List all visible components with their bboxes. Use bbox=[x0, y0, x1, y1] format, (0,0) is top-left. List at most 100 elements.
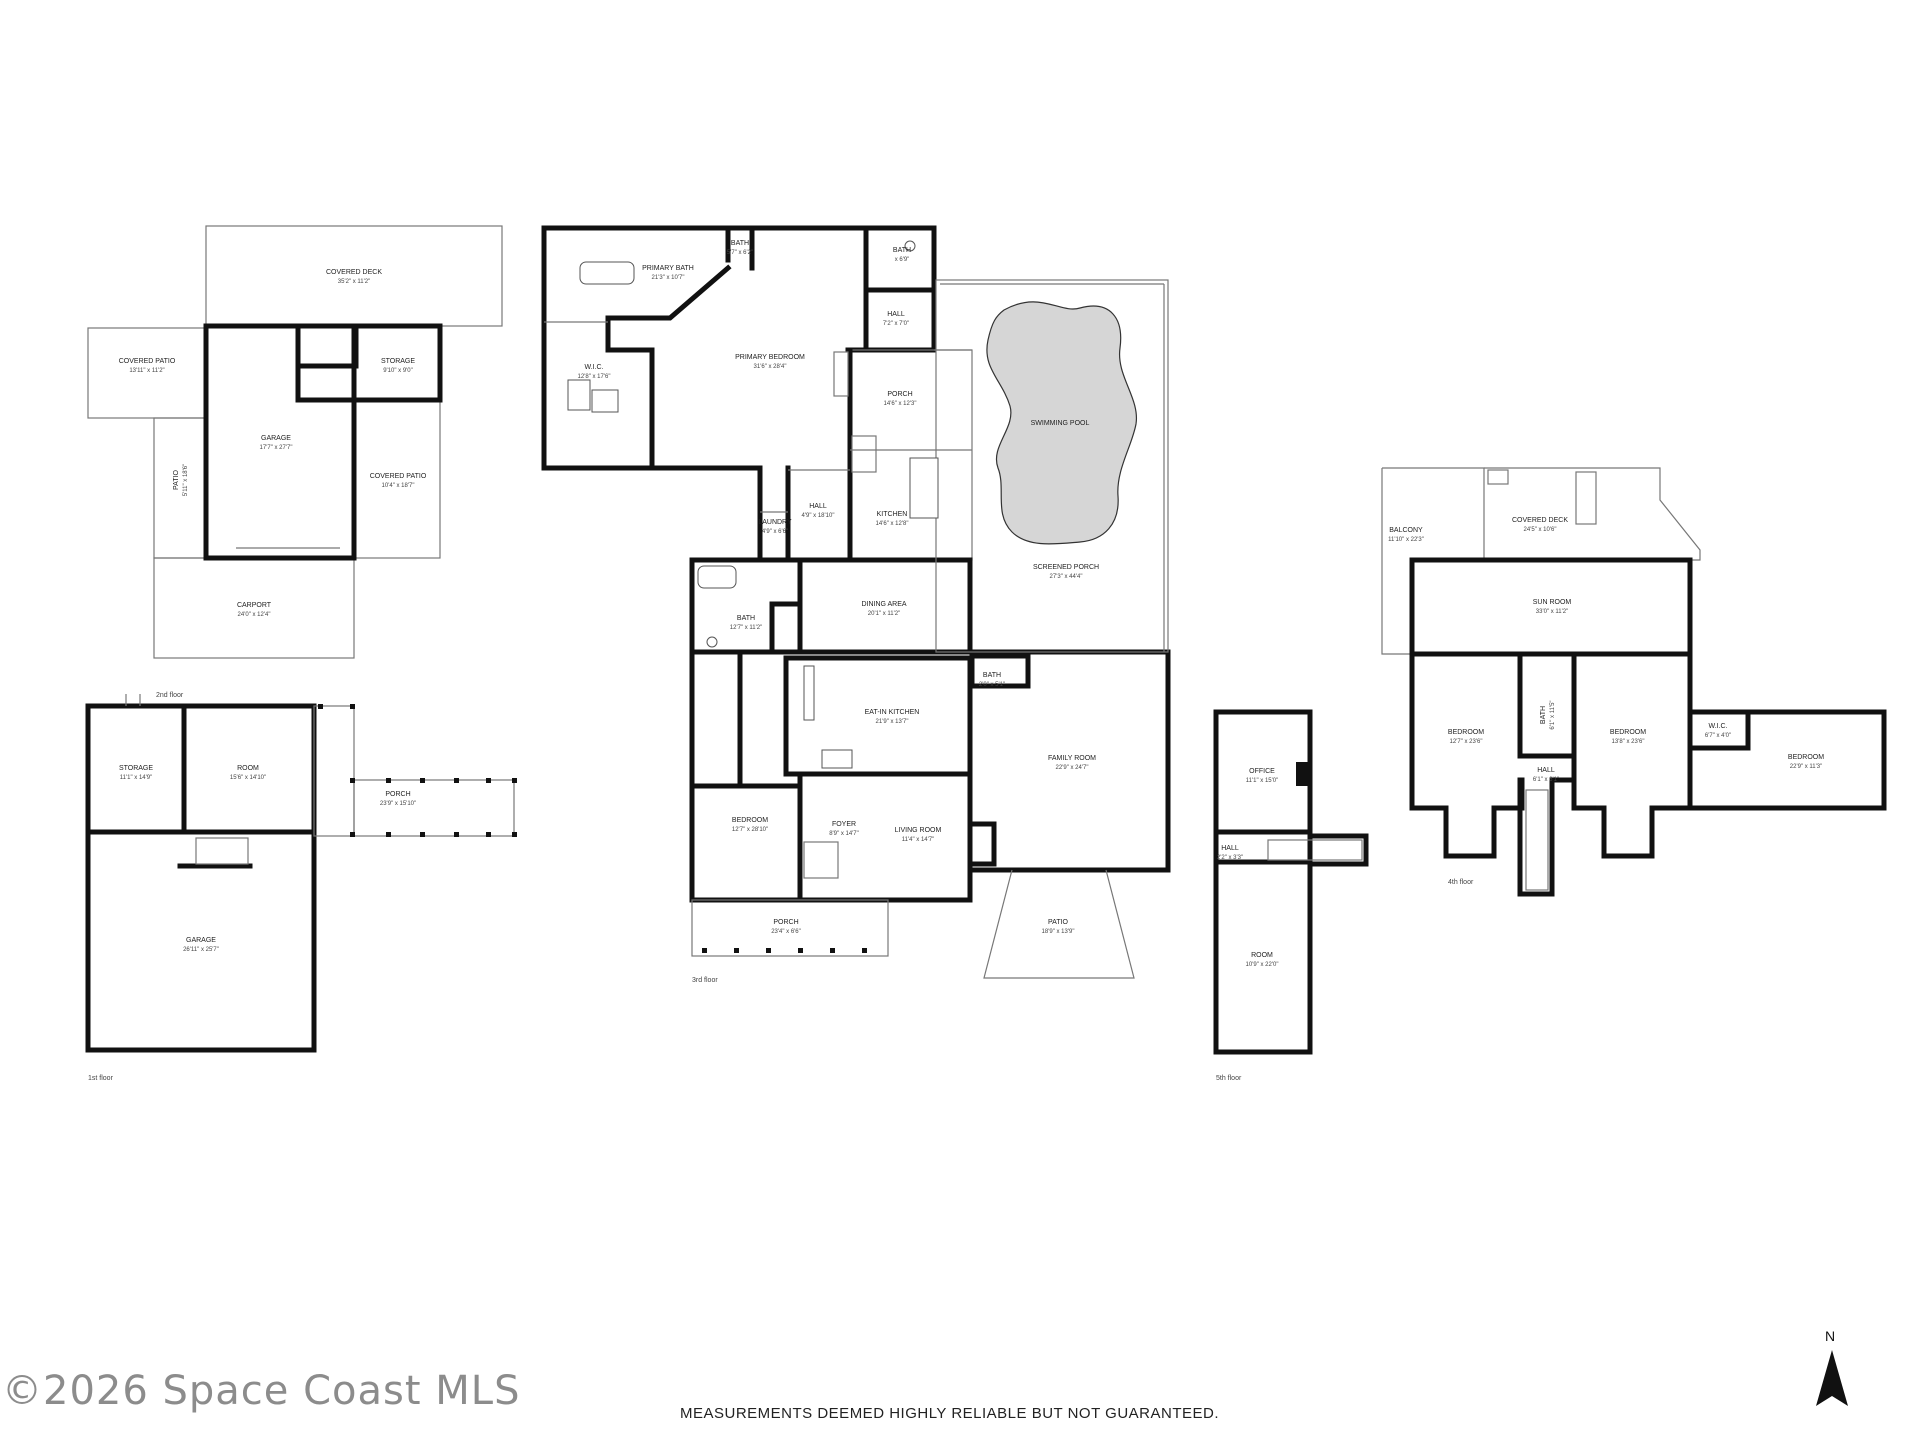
copyright-watermark: ©2026 Space Coast MLS bbox=[2, 1368, 521, 1414]
mid-band-walls bbox=[689, 557, 973, 655]
room-dim: 22'9" x 24'7" bbox=[1056, 765, 1089, 771]
room-dim: 6'7" x 4'0" bbox=[1705, 733, 1731, 739]
room-name: OFFICE bbox=[1249, 768, 1275, 775]
fifth-floor-structure bbox=[1213, 709, 1369, 1055]
porch-posts bbox=[318, 704, 517, 837]
floor-label: 3rd floor bbox=[692, 977, 718, 984]
room-name: STORAGE bbox=[119, 765, 153, 772]
front-porch-outline bbox=[691, 899, 889, 957]
room-dim: 13'8" x 23'6" bbox=[1612, 739, 1645, 745]
room-dim: 12'7" x 23'6" bbox=[1450, 739, 1483, 745]
eat-in-kitchen-walls bbox=[783, 655, 973, 777]
room-dim: 35'2" x 11'2" bbox=[338, 279, 370, 285]
room-name: BATH bbox=[1540, 706, 1547, 724]
room-dim: 11'1" x 15'0" bbox=[1246, 778, 1278, 784]
room-dim: 14'6" x 12'8" bbox=[876, 521, 909, 527]
fifth-floor-walls bbox=[1213, 709, 1313, 1055]
room-dim: 24'5" x 10'6" bbox=[1524, 527, 1557, 533]
toilet-icon bbox=[706, 636, 718, 648]
room-dim: 12'7" x 11'2" bbox=[730, 625, 762, 631]
room-name: HALL bbox=[809, 503, 827, 510]
left-upper-structure bbox=[87, 225, 503, 659]
room-name: BEDROOM bbox=[1610, 729, 1646, 736]
room-dim: 20'1" x 11'2" bbox=[868, 611, 900, 617]
front-porch-posts bbox=[702, 948, 867, 953]
north-arrow-icon bbox=[1816, 1350, 1848, 1406]
room-dim: 24'0" x 12'4" bbox=[238, 612, 271, 618]
room-dim: 4'9" x 18'10" bbox=[802, 513, 835, 519]
room-dim: 27'3" x 44'4" bbox=[1050, 574, 1083, 580]
garage-walls bbox=[203, 323, 357, 561]
room-dim: 6'1" x 6'1" bbox=[1533, 777, 1559, 783]
main-house-structure bbox=[541, 225, 1171, 979]
room-dim: 11'4" x 14'7" bbox=[902, 837, 934, 843]
counter-icon bbox=[909, 457, 939, 519]
room-name: PORCH bbox=[385, 791, 410, 798]
covered-deck-outline bbox=[205, 225, 503, 327]
room-name: KITCHEN bbox=[877, 511, 908, 518]
room-name: BATH bbox=[893, 247, 911, 254]
room-name: HALL bbox=[887, 311, 905, 318]
room-name: BATH bbox=[983, 672, 1001, 679]
room-name: SWIMMING POOL bbox=[1031, 420, 1090, 427]
room-dim: 10'9" x 22'0" bbox=[1246, 962, 1279, 968]
bedroom-4c-walls bbox=[1687, 709, 1887, 811]
room-name: BATH bbox=[737, 615, 755, 622]
room-name: BATH bbox=[731, 240, 749, 247]
room-dim: 15'6" x 14'10" bbox=[230, 775, 266, 781]
room-dim: 18'9" x 13'9" bbox=[1042, 929, 1075, 935]
room-dim: 22'9" x 11'3" bbox=[1790, 764, 1822, 770]
room-name: STORAGE bbox=[381, 358, 415, 365]
floor-label: 2nd floor bbox=[156, 692, 184, 699]
room-dim: 5'7" x 6'2" bbox=[727, 250, 753, 256]
room-name: BEDROOM bbox=[1448, 729, 1484, 736]
room-name: SUN ROOM bbox=[1533, 599, 1572, 606]
room-dim: 11'10" x 22'3" bbox=[1388, 537, 1424, 543]
counter-icon bbox=[803, 665, 815, 721]
island-icon bbox=[567, 379, 591, 411]
floor-label: 4th floor bbox=[1448, 879, 1474, 886]
room-dim: 12'7" x 28'10" bbox=[732, 827, 768, 833]
storage-walls bbox=[295, 323, 443, 403]
room-dim: 17'7" x 27'7" bbox=[260, 445, 293, 451]
room-name: LAUNDRY bbox=[758, 519, 792, 526]
room-dim: 8'9" x 14'7" bbox=[829, 831, 859, 837]
porch-kitchen-outline bbox=[849, 349, 973, 561]
room-dim: 23'4" x 6'6" bbox=[771, 929, 801, 935]
sun-room-walls bbox=[1409, 557, 1693, 657]
room-dim: 10'4" x 18'7" bbox=[382, 483, 415, 489]
room-dim: 21'3" x 10'7" bbox=[652, 275, 685, 281]
fixtures bbox=[567, 240, 939, 769]
room-name: ROOM bbox=[1251, 952, 1273, 959]
room-dim: 23'9" x 15'10" bbox=[380, 801, 416, 807]
floor-label: 5th floor bbox=[1216, 1075, 1242, 1082]
room-name: PORCH bbox=[773, 919, 798, 926]
patio-side-outline bbox=[153, 417, 207, 559]
room-name: LIVING ROOM bbox=[895, 827, 942, 834]
room-name: BEDROOM bbox=[1788, 754, 1824, 761]
room-dim: 13'11" x 11'2" bbox=[129, 368, 164, 374]
porch-2nd-outline bbox=[353, 779, 515, 837]
room-dim: 2'0" x 5'1" bbox=[979, 682, 1005, 688]
balcony-outline bbox=[1381, 468, 1412, 655]
room-name: PRIMARY BATH bbox=[642, 265, 694, 272]
room-dim: 2'2" x 3'3" bbox=[1217, 855, 1243, 861]
room-name: PORCH bbox=[887, 391, 912, 398]
swimming-pool-shape bbox=[986, 301, 1138, 545]
room-name: PRIMARY BEDROOM bbox=[735, 354, 805, 361]
porch-2nd-connector bbox=[313, 705, 355, 837]
room-dim: 4'9" x 6'6" bbox=[762, 529, 788, 535]
room-name: W.I.C. bbox=[584, 364, 603, 371]
room-dim: 12'8" x 17'6" bbox=[578, 374, 611, 380]
room-name: COVERED PATIO bbox=[370, 473, 427, 480]
room-dim: 31'6" x 28'4" bbox=[754, 364, 787, 370]
fourth-floor-structure bbox=[1381, 467, 1887, 897]
room-name: FOYER bbox=[832, 821, 856, 828]
rear-patio-outline bbox=[983, 869, 1135, 979]
room-name: CARPORT bbox=[237, 602, 272, 609]
room-dim: 11'1" x 14'9" bbox=[120, 775, 152, 781]
first-floor-structure bbox=[85, 694, 515, 1053]
room-dim: x 6'9" bbox=[895, 257, 910, 263]
counter-icon bbox=[821, 749, 853, 769]
